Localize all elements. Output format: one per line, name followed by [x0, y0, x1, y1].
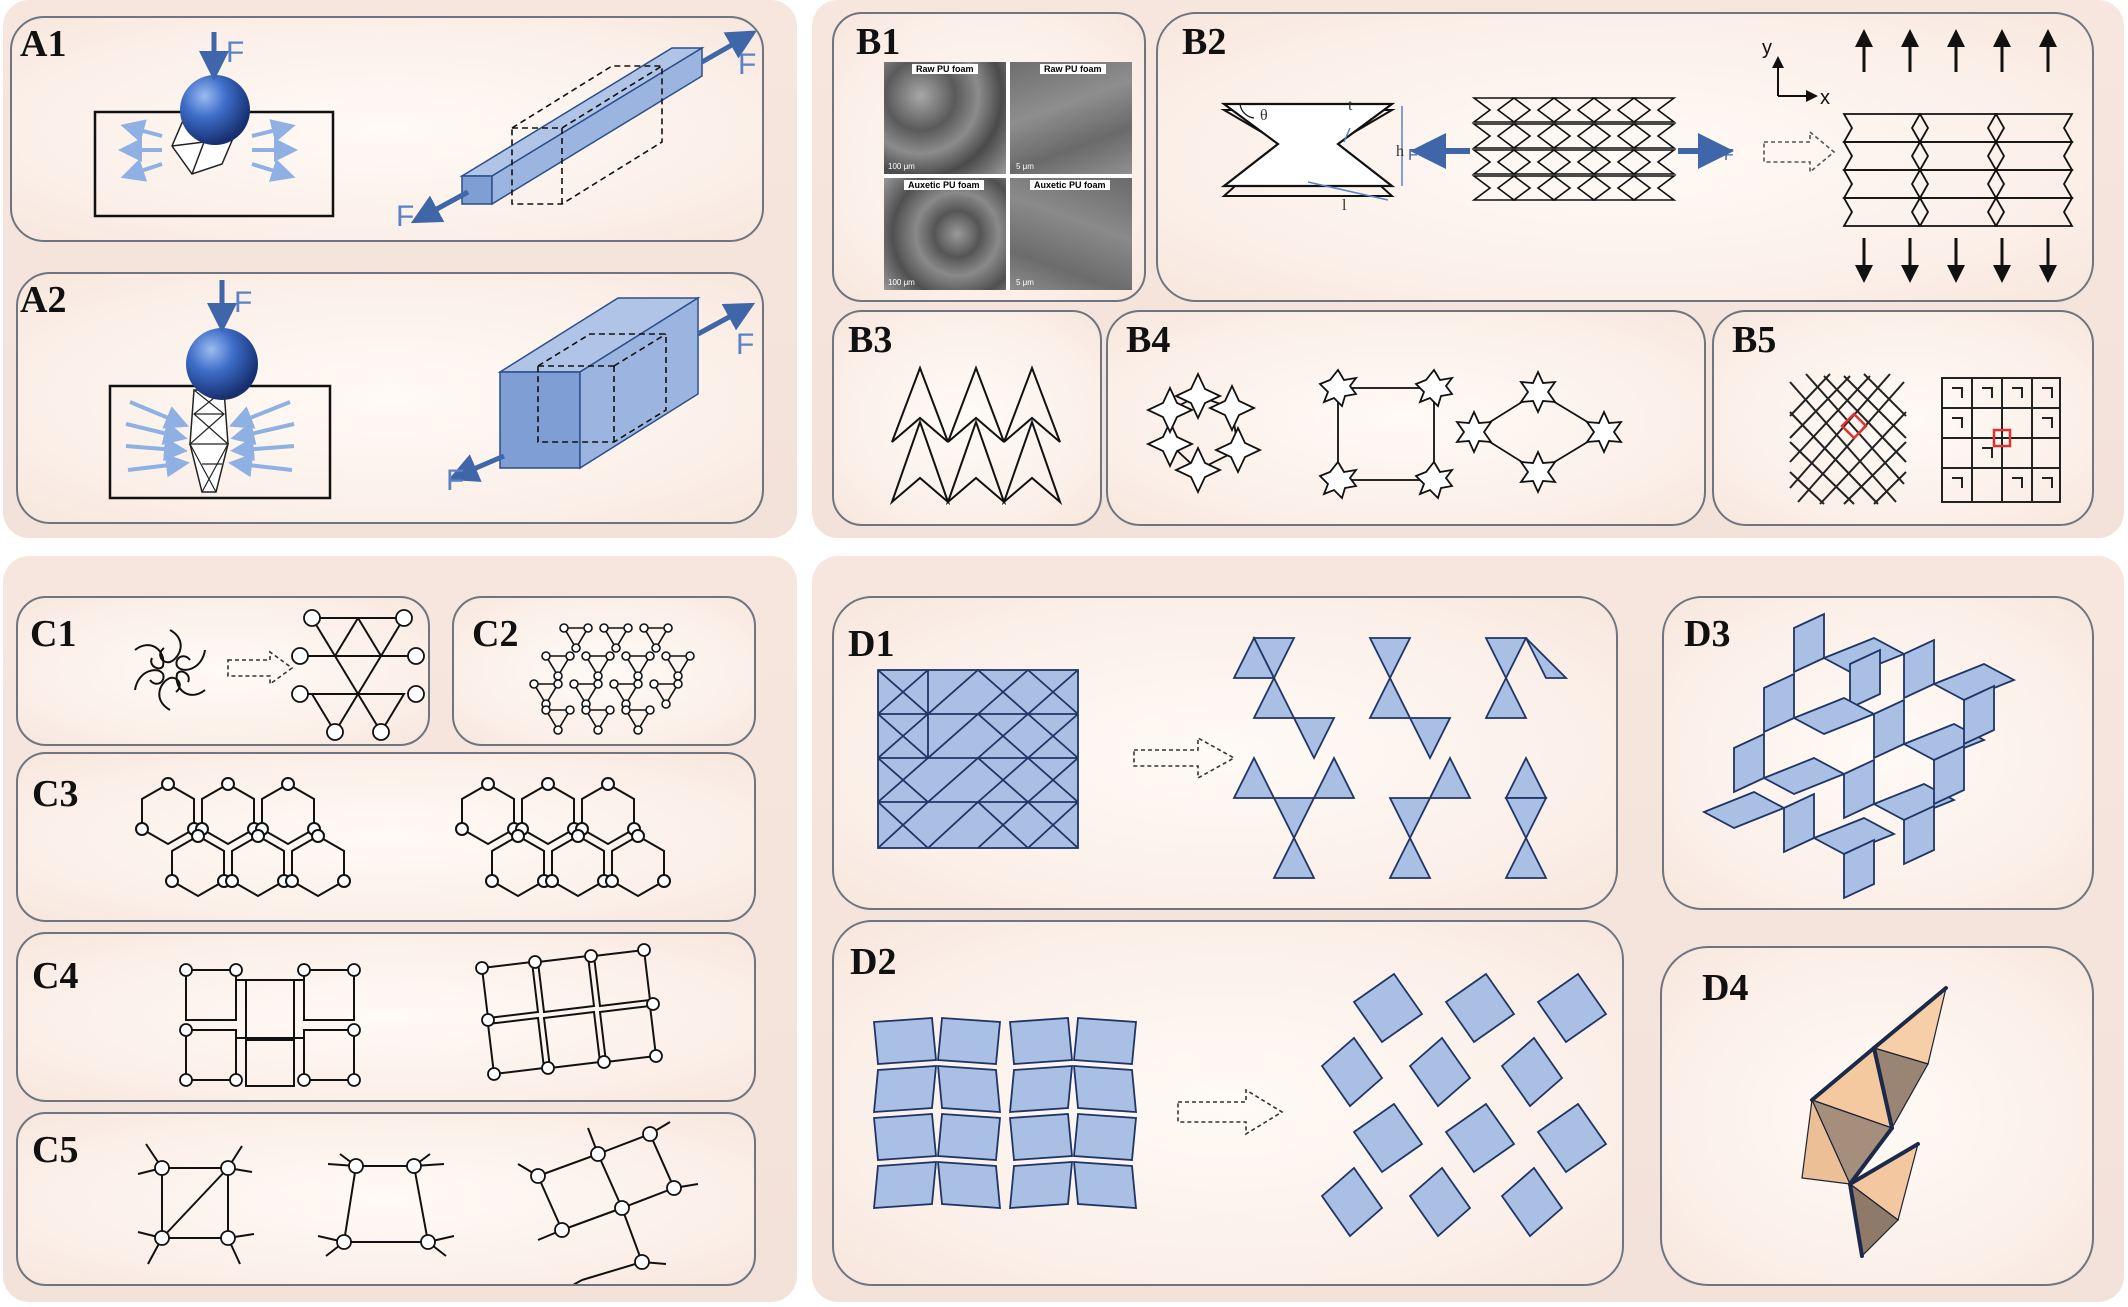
sem-label: Raw PU foam — [912, 64, 978, 74]
sem-raw-100 — [884, 62, 1006, 174]
c4-diagram — [179, 943, 663, 1087]
c1-diagram — [134, 609, 425, 741]
panel-label: C4 — [32, 955, 79, 997]
b4-diagram — [1147, 369, 1622, 499]
force-label: F — [226, 36, 244, 69]
d3-diagram — [1701, 612, 2017, 900]
panel-label: A2 — [20, 279, 67, 321]
panel-b4: B4 — [1106, 310, 1706, 526]
force-label: F — [1724, 147, 1734, 164]
panel-a1: A1 F — [10, 16, 764, 242]
sem-label: Auxetic PU foam — [1030, 180, 1110, 190]
sem-auxetic-100 — [884, 178, 1006, 290]
panel-c4: C4 — [16, 932, 756, 1102]
panel-c1: C1 — [16, 596, 430, 746]
panel-d2: D2 — [832, 920, 1624, 1286]
sem-label: Raw PU foam — [1040, 64, 1106, 74]
b2-theta: θ — [1260, 107, 1268, 124]
panel-label: D1 — [848, 623, 895, 665]
sem-label: Auxetic PU foam — [904, 180, 984, 190]
panel-c2: C2 — [452, 596, 756, 746]
panel-a2: A2 F F F — [16, 272, 764, 524]
b2-t: t — [1348, 97, 1353, 114]
panel-label: B2 — [1182, 21, 1227, 63]
sem-images: Raw PU foam Raw PU foam Auxetic PU foam … — [884, 62, 1132, 290]
scale-bar: 5 μm — [1016, 162, 1034, 171]
panel-b2: B2 θ t h l F F — [1156, 12, 2094, 302]
panel-label: D3 — [1684, 613, 1731, 655]
d1-diagram — [877, 635, 1569, 879]
panel-label: B4 — [1126, 319, 1171, 361]
panel-label: B5 — [1732, 319, 1777, 361]
force-label: F — [446, 464, 464, 497]
force-label: F — [1408, 147, 1418, 164]
scale-bar: 5 μm — [1016, 278, 1034, 287]
panel-d3: D3 — [1662, 596, 2094, 910]
force-label: F — [738, 48, 756, 81]
d4-diagram — [1801, 986, 1948, 1258]
b2-l: l — [1342, 197, 1347, 214]
b2-diagram: θ t h l F F y x — [1220, 29, 2074, 283]
sem-raw-5 — [1010, 62, 1132, 174]
axis-y: y — [1762, 37, 1772, 59]
panel-label: D4 — [1702, 967, 1749, 1009]
b5-diagram — [1789, 373, 2061, 505]
c5-diagram — [137, 1121, 699, 1284]
force-label: F — [234, 286, 252, 319]
a2-diagram: F F F — [108, 280, 756, 500]
panel-c5: C5 — [16, 1112, 756, 1286]
panel-b3: B3 — [832, 310, 1102, 526]
scale-bar: 100 μm — [888, 162, 915, 171]
axis-x: x — [1820, 87, 1830, 109]
panel-label: C3 — [32, 773, 79, 815]
b3-diagram — [889, 365, 1063, 506]
panel-label: C5 — [32, 1129, 79, 1171]
panel-label: C2 — [472, 613, 519, 655]
panel-b1: B1 Raw PU foam Raw PU foam Auxetic PU fo… — [832, 12, 1146, 302]
c3-diagram — [135, 777, 671, 897]
panel-label: D2 — [850, 941, 897, 983]
panel-label: C1 — [30, 613, 77, 655]
force-label: F — [736, 328, 754, 361]
scale-bar: 100 μm — [888, 278, 915, 287]
panel-d1: D1 — [832, 596, 1618, 910]
c2-diagram — [529, 623, 695, 735]
panel-label: A1 — [20, 23, 67, 65]
force-label: F — [396, 200, 414, 233]
panel-label: B3 — [848, 319, 893, 361]
panel-label: B1 — [856, 21, 901, 63]
d2-diagram — [873, 972, 1608, 1238]
panel-c3: C3 — [16, 752, 756, 922]
b2-h: h — [1396, 143, 1404, 160]
panel-d4: D4 — [1660, 946, 2094, 1286]
panel-b5: B5 — [1712, 310, 2094, 526]
sem-auxetic-5 — [1010, 178, 1132, 290]
a1-diagram: F F F — [93, 30, 758, 233]
